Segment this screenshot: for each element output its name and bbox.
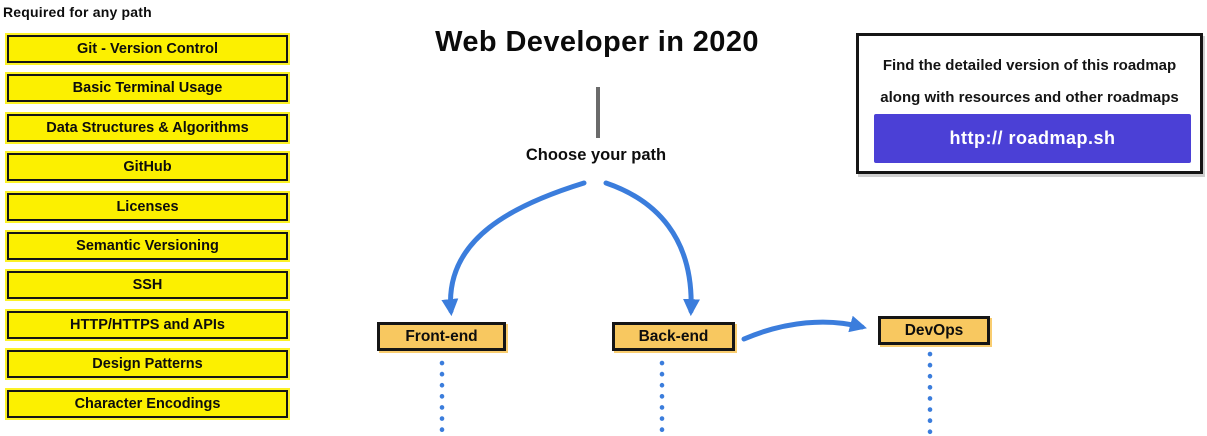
- topic-data-structures[interactable]: Data Structures & Algorithms: [7, 113, 288, 142]
- topic-git[interactable]: Git - Version Control: [7, 35, 288, 63]
- arrow-to-frontend: [441, 180, 587, 317]
- topic-licenses[interactable]: Licenses: [7, 192, 288, 221]
- topic-terminal[interactable]: Basic Terminal Usage: [7, 74, 288, 103]
- title-stem-line: [596, 87, 600, 138]
- path-node-frontend[interactable]: Front-end: [377, 322, 506, 351]
- topic-character-encodings[interactable]: Character Encodings: [7, 389, 288, 418]
- arrow-to-backend: [603, 180, 700, 317]
- page-title: Web Developer in 2020: [435, 26, 759, 58]
- roadmap-url-button[interactable]: http:// roadmap.sh: [874, 114, 1191, 163]
- arrow-backend-to-devops: [741, 315, 867, 342]
- required-topics-list: Git - Version Control Basic Terminal Usa…: [7, 35, 288, 418]
- choose-your-path-label: Choose your path: [525, 146, 667, 164]
- path-node-devops[interactable]: DevOps: [878, 316, 990, 345]
- path-node-backend[interactable]: Back-end: [612, 322, 735, 351]
- required-path-header: Required for any path: [3, 4, 152, 20]
- topic-ssh[interactable]: SSH: [7, 271, 288, 300]
- roadmap-info-box: Find the detailed version of this roadma…: [856, 33, 1203, 174]
- topic-design-patterns[interactable]: Design Patterns: [7, 350, 288, 379]
- info-text: Find the detailed version of this roadma…: [859, 36, 1200, 114]
- topic-semantic-versioning[interactable]: Semantic Versioning: [7, 231, 288, 260]
- info-text-line2: along with resources and other roadmaps: [880, 89, 1179, 106]
- info-text-line1: Find the detailed version of this roadma…: [882, 57, 1177, 74]
- topic-http-apis[interactable]: HTTP/HTTPS and APIs: [7, 310, 288, 339]
- topic-github[interactable]: GitHub: [7, 153, 288, 182]
